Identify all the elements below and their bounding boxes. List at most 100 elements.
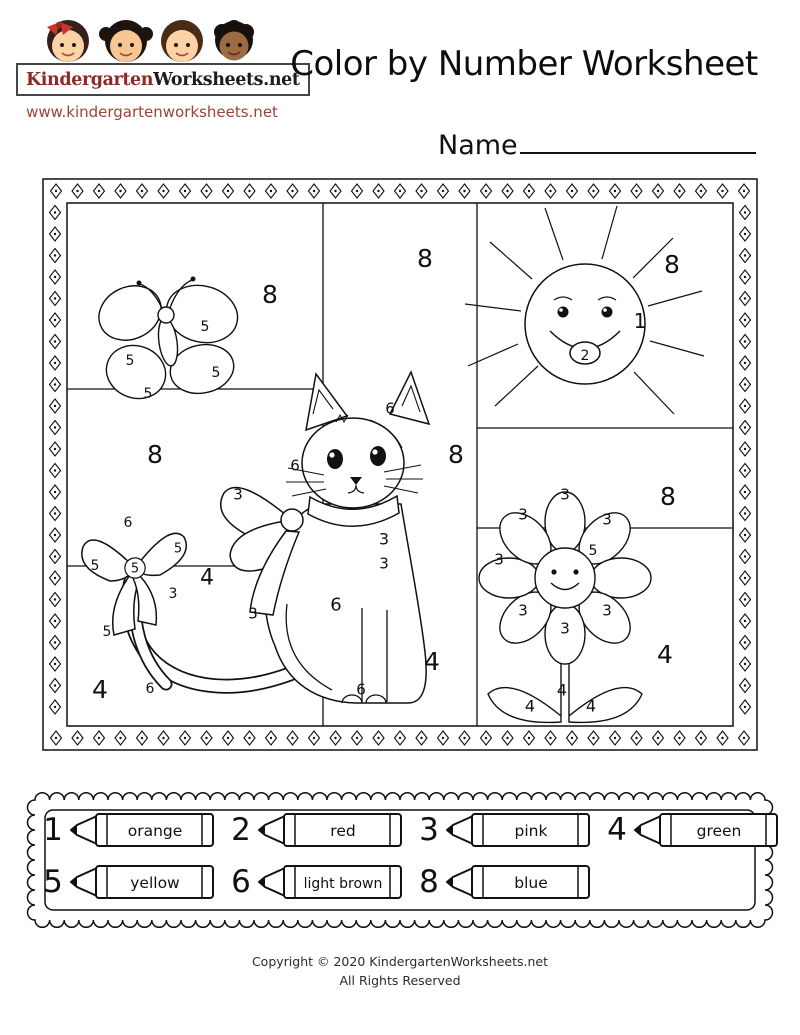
picture-number: 3 <box>560 619 570 637</box>
picture-number: 5 <box>131 562 139 577</box>
sun-rays <box>464 205 705 415</box>
key-item-5: 5 yellow <box>39 860 227 904</box>
cat-illustration <box>81 370 431 704</box>
crayon-icon: orange <box>70 813 214 847</box>
key-number: 4 <box>607 812 627 848</box>
picture-number: 5 <box>144 386 153 402</box>
picture-number: 4 <box>200 566 214 591</box>
picture-border-diamonds <box>48 183 752 746</box>
picture-number: 3 <box>248 604 258 622</box>
crayon-label: red <box>330 822 355 840</box>
picture-number: 4 <box>525 697 535 716</box>
picture-number: 6 <box>146 681 155 697</box>
color-key-box: 1 orange 2 red 3 <box>25 790 778 930</box>
butterfly-illustration <box>98 276 239 400</box>
footer-copyright: Copyright © 2020 KindergartenWorksheets.… <box>251 954 549 969</box>
cat-body-lines <box>285 603 388 704</box>
key-number: 5 <box>43 864 63 900</box>
key-number: 8 <box>419 864 439 900</box>
key-row-1: 1 orange 2 red 3 <box>39 808 791 852</box>
name-label: Name <box>438 130 518 161</box>
key-number: 2 <box>231 812 251 848</box>
picture-number: 5 <box>126 353 135 369</box>
picture-number: 8 <box>147 440 163 469</box>
key-number: 1 <box>43 812 63 848</box>
picture-number: 5 <box>103 624 112 640</box>
picture-number: 3 <box>169 586 178 602</box>
key-item-1: 1 orange <box>39 808 227 852</box>
picture-number: 5 <box>589 543 598 559</box>
picture-number: 2 <box>581 348 590 364</box>
cat-ears <box>305 370 431 432</box>
picture-number: 4 <box>657 640 673 669</box>
picture-number: 3 <box>379 530 389 549</box>
key-number: 6 <box>231 864 251 900</box>
logo-brand-box: KindergartenWorksheets.net <box>16 63 310 96</box>
key-item-6: 6 light brown <box>227 860 415 904</box>
key-item-2: 2 red <box>227 808 415 852</box>
picture-number: 8 <box>417 244 433 273</box>
key-row-2: 5 yellow 6 light brown 8 <box>39 860 603 904</box>
crayon-icon: pink <box>446 813 590 847</box>
crayon-icon: green <box>634 813 778 847</box>
crayon-label: blue <box>514 874 548 892</box>
picture-inner-border <box>66 202 734 727</box>
crayon-icon: yellow <box>70 865 214 899</box>
logo-brand-rest: Worksheets.net <box>153 70 300 90</box>
sun-illustration <box>464 205 705 415</box>
crayon-icon: red <box>258 813 402 847</box>
crayon-label: pink <box>515 822 548 840</box>
key-item-7: 8 blue <box>415 860 603 904</box>
picture-number: 5 <box>91 558 100 574</box>
picture-number: 3 <box>518 601 528 619</box>
picture-number: 8 <box>262 280 278 309</box>
key-number: 3 <box>419 812 439 848</box>
picture-number: 6 <box>385 399 395 417</box>
crayon-icon: blue <box>446 865 590 899</box>
crayon-label: yellow <box>130 874 180 892</box>
picture-number: 4 <box>92 675 108 704</box>
picture-number: 3 <box>379 554 389 572</box>
flower-illustration <box>478 491 652 724</box>
picture-number: 3 <box>494 550 504 568</box>
crayon-label: orange <box>128 822 183 840</box>
name-blank-line <box>519 130 756 154</box>
crayon-label: light brown <box>304 876 383 892</box>
picture-number: 6 <box>124 515 133 531</box>
picture-outer-border <box>42 178 758 751</box>
picture-number: 5 <box>174 542 182 557</box>
picture-number: 3 <box>233 485 243 503</box>
picture-number: 1 <box>634 309 647 333</box>
picture-number: 8 <box>664 250 680 279</box>
picture-number: 6 <box>330 594 341 615</box>
page-footer: Copyright © 2020 KindergartenWorksheets.… <box>0 952 800 991</box>
picture-number: 3 <box>602 510 612 528</box>
footer-rights: All Rights Reserved <box>339 973 461 989</box>
logo-brand-kindergarten: Kindergarten <box>26 70 154 90</box>
key-item-4: 4 green <box>603 808 791 852</box>
crayon-icon: light brown <box>258 865 402 899</box>
picture-number: 6 <box>290 456 300 474</box>
picture-number: 5 <box>201 319 210 335</box>
name-row: Name <box>438 130 756 161</box>
picture-number: 3 <box>518 505 528 523</box>
picture-number: 8 <box>448 440 464 469</box>
key-item-3: 3 pink <box>415 808 603 852</box>
logo-kids-illustration <box>47 20 254 62</box>
picture-number: 3 <box>602 601 612 619</box>
picture-number: 8 <box>660 482 676 511</box>
picture-number: 3 <box>560 485 570 503</box>
picture-number: 5 <box>212 365 221 381</box>
picture-number: 4 <box>557 681 567 700</box>
site-logo: KindergartenWorksheets.net www.kindergar… <box>16 10 310 121</box>
cat-head <box>301 417 405 509</box>
coloring-picture: 8888884444125555333353334446633366365553… <box>42 178 758 751</box>
cat-face <box>286 446 423 497</box>
neck-bow <box>219 486 400 616</box>
cat-whiskers <box>286 464 423 497</box>
picture-number: 4 <box>424 647 440 676</box>
logo-url: www.kindergartenworksheets.net <box>26 103 278 121</box>
tail-bow <box>81 532 187 636</box>
